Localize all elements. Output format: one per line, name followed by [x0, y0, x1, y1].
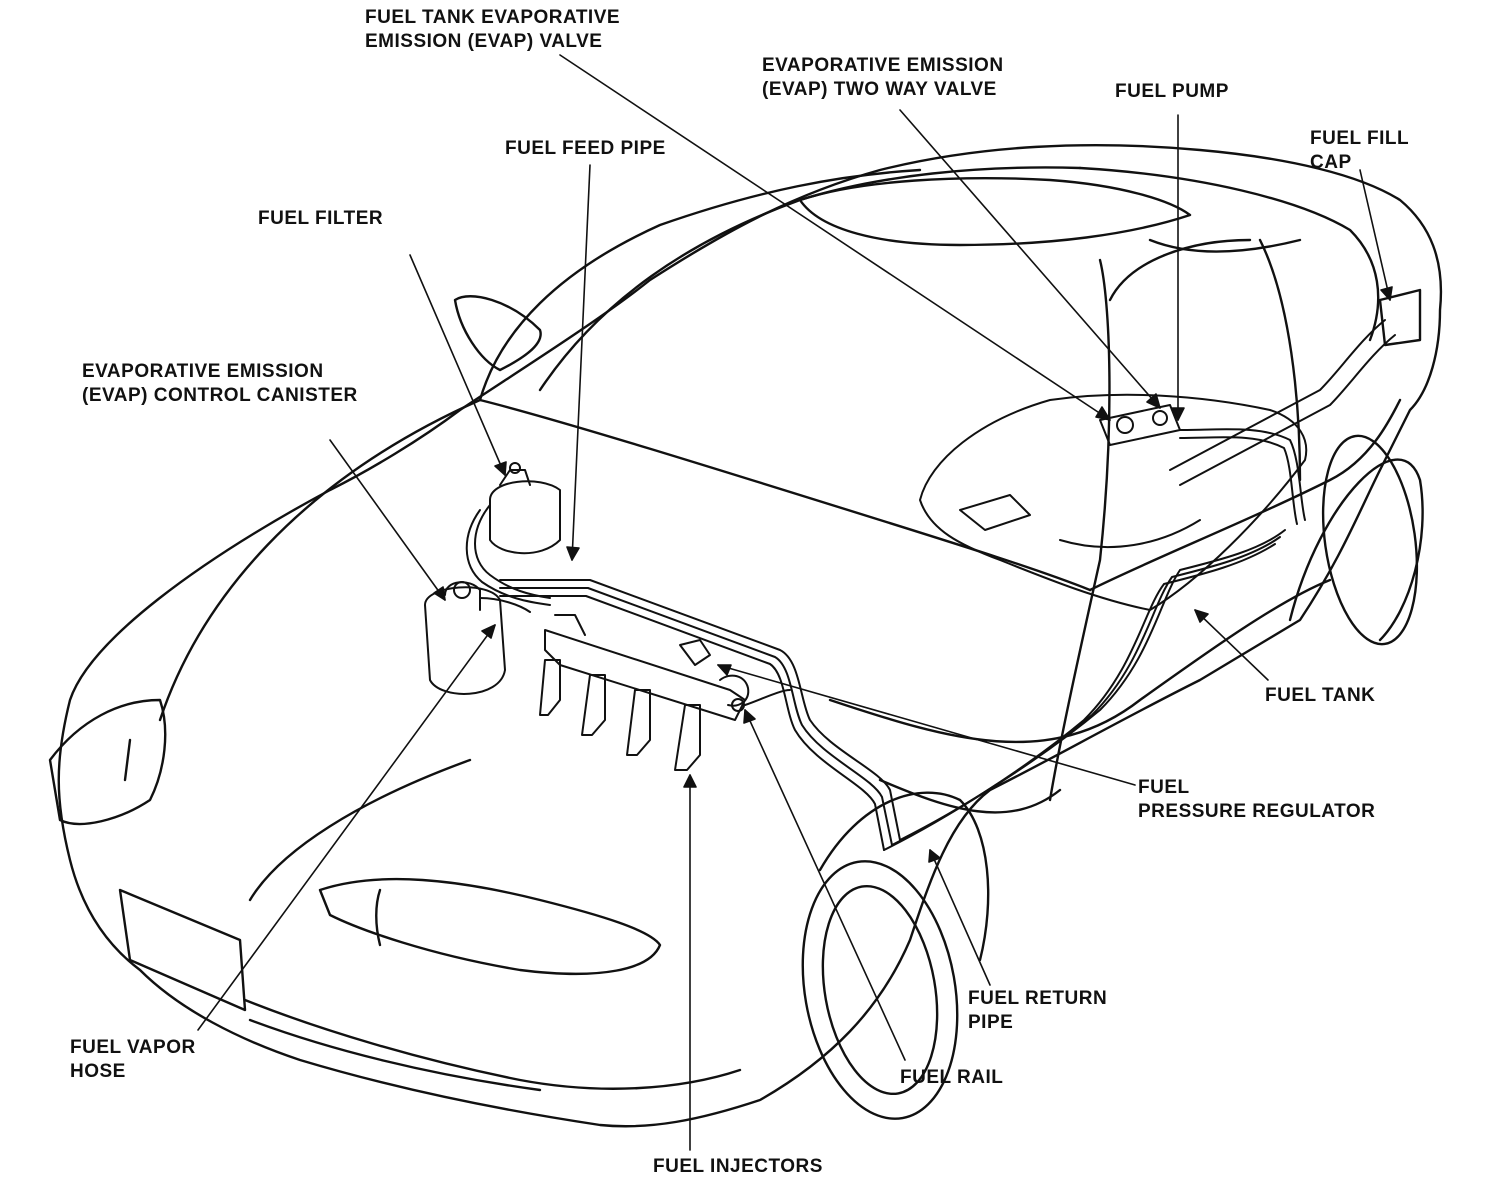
label-fuel-filter: FUEL FILTER: [258, 208, 384, 229]
label-fuel-pressure-regulator: FUEL PRESSURE REGULATOR: [1138, 777, 1376, 822]
label-fuel-vapor-hose: FUEL VAPOR HOSE: [70, 1037, 196, 1082]
label-fuel-tank-evap-valve: FUEL TANK EVAPORATIVE EMISSION (EVAP) VA…: [365, 7, 621, 52]
label-fuel-fill-cap: FUEL FILL CAP: [1310, 128, 1410, 173]
car-body: [48, 143, 1443, 1128]
label-fuel-tank: FUEL TANK: [1265, 685, 1376, 706]
label-fuel-return-pipe: FUEL RETURN PIPE: [968, 988, 1108, 1033]
fuel-lines: [465, 319, 1396, 851]
leader-lines: [197, 54, 1393, 1151]
label-fuel-rail: FUEL RAIL: [900, 1067, 1004, 1088]
label-fuel-feed-pipe: FUEL FEED PIPE: [505, 138, 666, 159]
label-fuel-injectors: FUEL INJECTORS: [653, 1156, 823, 1177]
label-evap-control-canister: EVAPORATIVE EMISSION (EVAP) CONTROL CANI…: [82, 361, 358, 406]
label-fuel-pump: FUEL PUMP: [1115, 81, 1229, 102]
engine-components: [424, 462, 750, 771]
label-evap-two-way-valve: EVAPORATIVE EMISSION (EVAP) TWO WAY VALV…: [762, 55, 1004, 100]
